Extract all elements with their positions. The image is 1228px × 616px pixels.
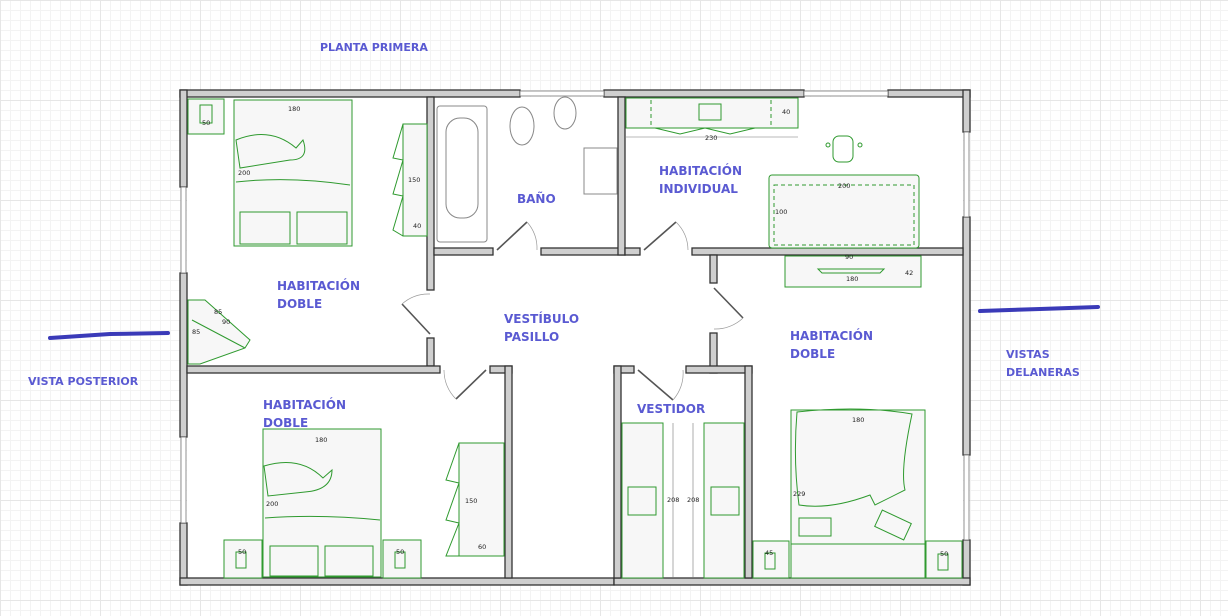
room-label-line: VESTÍBULO	[504, 312, 580, 326]
room-label-double-bottom-left: HABITACIÓN DOBLE	[263, 396, 346, 432]
dimension-label: 45	[765, 549, 773, 557]
dimension-label: 150	[408, 176, 420, 184]
front-view-label-line1: VISTAS	[1006, 348, 1050, 361]
doors	[401, 221, 744, 401]
room-label-line: DOBLE	[790, 347, 836, 361]
room-label-line: VESTIDOR	[637, 402, 706, 416]
room-label-bathroom: BAÑO	[517, 190, 556, 208]
rear-view-label: VISTA POSTERIOR	[28, 375, 139, 388]
desk-chair	[825, 135, 863, 163]
toilet	[509, 106, 535, 146]
dimension-label: 180	[846, 275, 858, 283]
bed-right: 180 229	[790, 408, 926, 579]
nightstand-top-left: 50	[187, 98, 225, 135]
front-view-label: VISTAS DELANERAS	[1006, 346, 1080, 382]
single-bed: 200 100	[768, 174, 920, 249]
room-label-line: HABITACIÓN	[790, 329, 873, 343]
dimension-label: 42	[905, 269, 913, 277]
corner-desk: 85 90 85	[187, 299, 251, 365]
tv-unit: 90 180 42	[784, 253, 922, 288]
room-label-dressing: VESTIDOR	[637, 400, 705, 418]
dimension-label: 50	[940, 550, 948, 558]
dimension-label: 90	[845, 253, 853, 261]
dimension-label: 150	[465, 497, 477, 505]
nightstand-right-right: 50	[925, 540, 963, 579]
dimension-label: 85	[214, 308, 222, 316]
room-label-line: DOBLE	[263, 416, 309, 430]
dimension-label: 200	[838, 182, 850, 190]
dimension-label: 50	[202, 119, 210, 127]
front-view-label-line2: DELANERAS	[1006, 366, 1080, 379]
dimension-label: 229	[793, 490, 805, 498]
wardrobe-dressing-left: 208	[621, 422, 679, 579]
dimension-label: 208	[667, 496, 679, 504]
nightstand-bottom-left-2: 50	[382, 539, 422, 579]
dimension-label: 200	[266, 500, 278, 508]
wardrobe-top-left: 150 40	[392, 123, 428, 237]
bed-bottom-left: 180 200	[262, 428, 382, 578]
room-label-line: HABITACIÓN	[659, 164, 742, 178]
rear-view-marker	[48, 331, 170, 340]
room-label-line: PASILLO	[504, 330, 560, 344]
dimension-label: 230	[705, 134, 717, 142]
room-label-line: HABITACIÓN	[263, 398, 346, 412]
shelf-unit: 230 40	[625, 97, 799, 142]
room-label-line: HABITACIÓN	[277, 279, 360, 293]
dimension-label: 90	[222, 318, 230, 326]
dimension-label: 180	[852, 416, 864, 424]
dimension-label: 180	[288, 105, 300, 113]
dimension-label: 200	[238, 169, 250, 177]
dimension-label: 208	[687, 496, 699, 504]
dimension-label: 40	[413, 222, 421, 230]
room-label-double-right: HABITACIÓN DOBLE	[790, 327, 873, 363]
nightstand-right-left: 45	[752, 540, 790, 579]
room-label-line: BAÑO	[517, 192, 556, 206]
dimension-label: 85	[192, 328, 200, 336]
wardrobe-dressing-right: 208	[687, 422, 745, 579]
plan-title: PLANTA PRIMERA	[320, 41, 428, 54]
bathtub	[436, 105, 488, 243]
room-label-hall: VESTÍBULO PASILLO	[504, 310, 579, 346]
nightstand-bottom-left-1: 50	[223, 539, 263, 579]
dimension-label: 60	[478, 543, 486, 551]
sink	[583, 147, 618, 195]
room-label-double-top-left: HABITACIÓN DOBLE	[277, 277, 360, 313]
windows	[180, 90, 970, 541]
dimension-label: 100	[775, 208, 787, 216]
bed-top-left: 180 200	[233, 99, 353, 247]
room-label-line: DOBLE	[277, 297, 323, 311]
room-label-single: HABITACIÓN INDIVIDUAL	[659, 162, 742, 198]
dimension-label: 50	[396, 548, 404, 556]
room-label-line: INDIVIDUAL	[659, 182, 738, 196]
dimension-label: 50	[238, 548, 246, 556]
wardrobe-bottom-left: 150 60	[445, 442, 505, 557]
bidet	[553, 96, 577, 130]
dimension-label: 180	[315, 436, 327, 444]
front-view-marker	[978, 305, 1100, 313]
dimension-label: 40	[782, 108, 790, 116]
